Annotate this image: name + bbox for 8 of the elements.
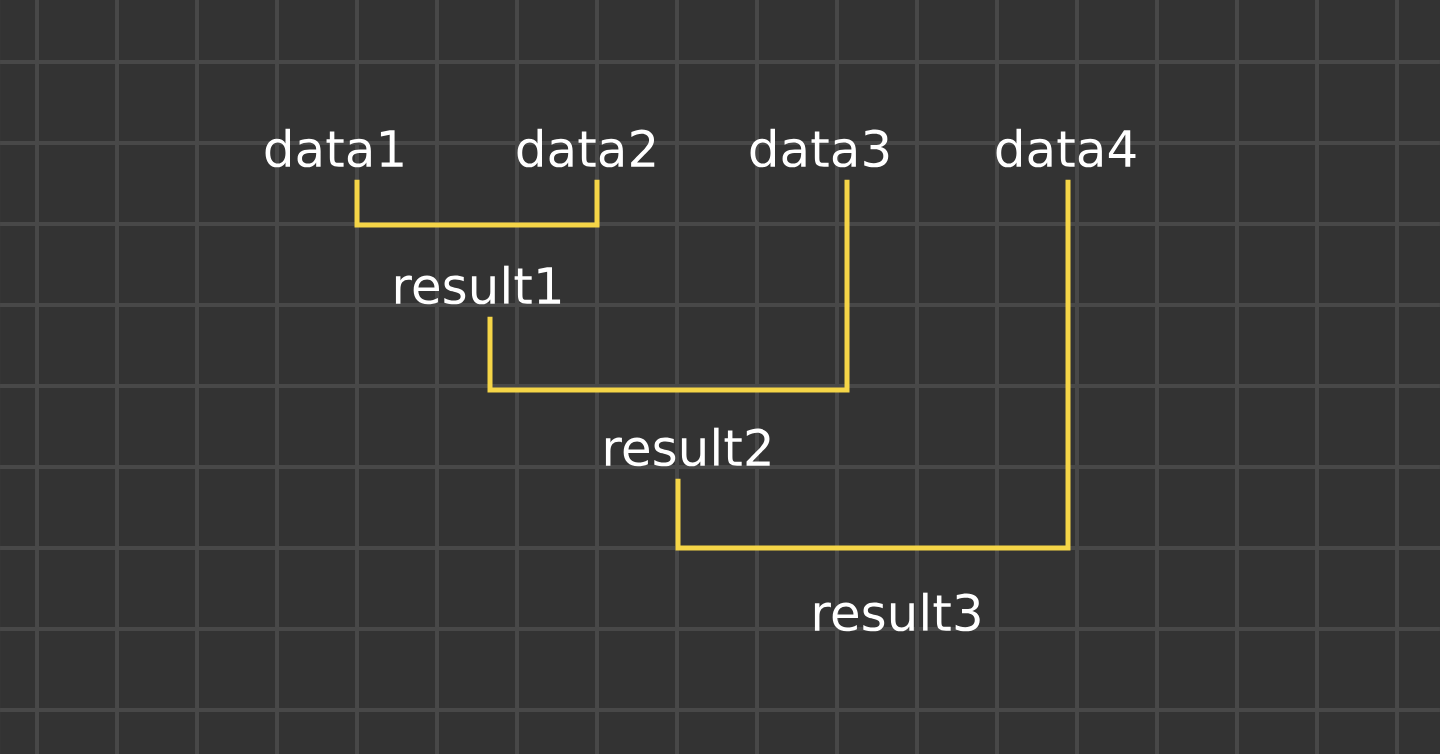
text-label: data3 bbox=[750, 128, 889, 168]
bracket-connector bbox=[675, 179, 1071, 551]
text-label: result2 bbox=[605, 427, 770, 467]
text-label: data2 bbox=[517, 128, 655, 168]
text-label: result1 bbox=[395, 265, 561, 305]
text-label: data1 bbox=[265, 128, 403, 168]
text-label: result3 bbox=[814, 592, 980, 632]
text-label: data4 bbox=[996, 128, 1136, 168]
